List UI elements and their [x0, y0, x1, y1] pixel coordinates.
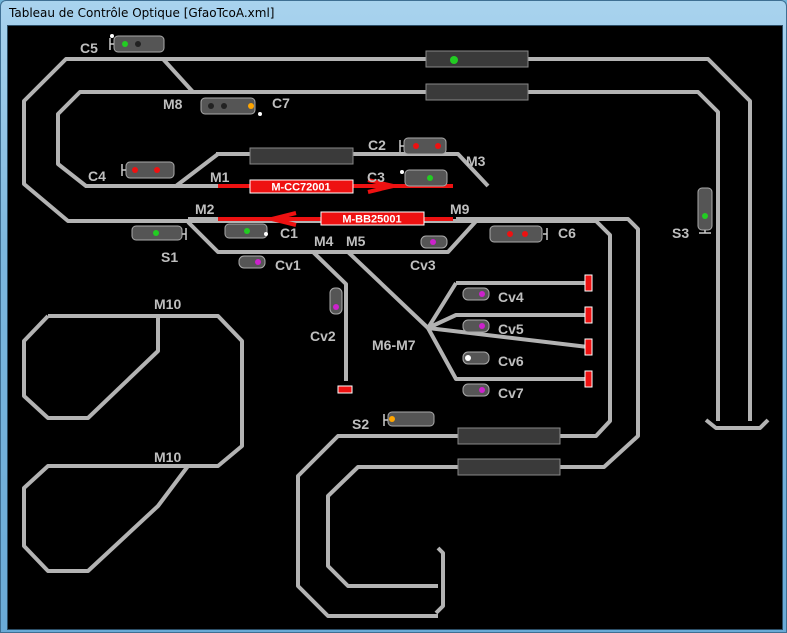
- train-m-bb25001[interactable]: M-BB25001: [271, 211, 425, 227]
- block-occupancy: [249, 50, 561, 476]
- signal-c3: [400, 169, 448, 187]
- label-c7: C7: [272, 95, 290, 111]
- label-s1: S1: [161, 249, 178, 265]
- signal-c7: [200, 97, 262, 116]
- buffer-stop-cv7: [584, 370, 593, 388]
- track-m6m7: [346, 250, 430, 330]
- label-c4: C4: [88, 168, 106, 184]
- label-m2: M2: [195, 201, 215, 217]
- track-fan: [426, 281, 589, 381]
- block-m3: [249, 147, 354, 165]
- buffer-stops: [337, 274, 593, 394]
- block-indicator-green: [450, 56, 458, 64]
- title-bar[interactable]: Tableau de Contrôle Optique [GfaoTcoA.xm…: [1, 1, 786, 25]
- track-end-right: [434, 546, 445, 615]
- train-label: M-CC72001: [271, 182, 330, 194]
- signal-cv3: [420, 235, 448, 249]
- signal-c5: [109, 34, 165, 53]
- label-m10-lower: M10: [154, 449, 181, 465]
- track-inner-loop: [56, 90, 426, 188]
- track-cv-lead: [186, 220, 383, 254]
- buffer-stop-cv5: [584, 306, 593, 324]
- track-terminus: [704, 418, 770, 430]
- signal-cv7: [462, 383, 490, 397]
- label-cv7: Cv7: [498, 385, 524, 401]
- label-c5: C5: [80, 40, 98, 56]
- label-cv6: Cv6: [498, 353, 524, 369]
- block-s2-2: [457, 458, 561, 476]
- track-m3-crossover: [174, 152, 220, 188]
- track-diagram: M-CC72001 M-BB25001: [22, 34, 770, 618]
- track-m8: [161, 57, 195, 94]
- track-outer-loop: [22, 57, 612, 618]
- signal-heads[interactable]: [109, 34, 713, 427]
- buffer-stop-cv6: [584, 338, 593, 356]
- block-s2-1: [457, 427, 561, 445]
- label-c2: C2: [368, 137, 386, 153]
- label-m8: M8: [163, 96, 183, 112]
- track-network: [22, 57, 770, 618]
- label-m5: M5: [346, 233, 366, 249]
- label-m6-m7: M6-M7: [372, 337, 416, 353]
- track-control-panel[interactable]: M-CC72001 M-BB25001: [7, 25, 783, 630]
- label-cv4: Cv4: [498, 289, 524, 305]
- signal-c1: [224, 223, 268, 239]
- label-m9: M9: [450, 201, 470, 217]
- label-c1: C1: [280, 225, 298, 241]
- signal-s2: [383, 411, 435, 427]
- track-lower-siding: [326, 217, 640, 588]
- track-cv3: [383, 217, 480, 254]
- buffer-stop-cv2: [337, 385, 353, 394]
- signal-c2: [399, 137, 447, 155]
- train-label: M-BB25001: [342, 214, 401, 226]
- label-cv3: Cv3: [410, 257, 436, 273]
- label-s3: S3: [672, 225, 689, 241]
- label-m4: M4: [314, 233, 334, 249]
- arrow-left-icon: [271, 211, 297, 227]
- buffer-stop-cv4: [584, 274, 593, 292]
- track-m10-upper: [22, 314, 244, 573]
- label-cv5: Cv5: [498, 321, 524, 337]
- label-cv1: Cv1: [275, 257, 301, 273]
- signal-labels: C5 M8 C7 C2 M3 C4 M1 C3 M2 M9 C1 C6 S1 M…: [80, 40, 689, 465]
- signal-cv6: [462, 351, 490, 365]
- track-m10-lower: [22, 314, 160, 420]
- signal-cv2: [329, 287, 343, 315]
- signal-c6: [489, 225, 548, 243]
- arrow-right-icon: [367, 178, 394, 194]
- label-c3: C3: [367, 169, 385, 185]
- label-m10-upper: M10: [154, 296, 181, 312]
- track-outer-loop-top: [528, 57, 752, 421]
- signal-cv4: [462, 287, 490, 301]
- label-s2: S2: [352, 416, 369, 432]
- signal-c4: [121, 161, 175, 179]
- block-top-2: [425, 83, 529, 101]
- track-inner-loop-top: [528, 90, 720, 421]
- label-m3: M3: [466, 153, 486, 169]
- label-m1: M1: [210, 169, 230, 185]
- block-top-1: [425, 50, 529, 68]
- signal-s1: [131, 225, 187, 241]
- signal-cv5: [462, 319, 490, 333]
- train-m-cc72001[interactable]: M-CC72001: [249, 178, 394, 194]
- track-third-loop-b: [353, 152, 490, 188]
- window-title: Tableau de Contrôle Optique [GfaoTcoA.xm…: [9, 6, 275, 20]
- signal-cv1: [238, 255, 266, 269]
- track-m4: [311, 250, 348, 381]
- label-cv2: Cv2: [310, 328, 336, 344]
- signal-s3: [697, 187, 713, 234]
- label-c6: C6: [558, 225, 576, 241]
